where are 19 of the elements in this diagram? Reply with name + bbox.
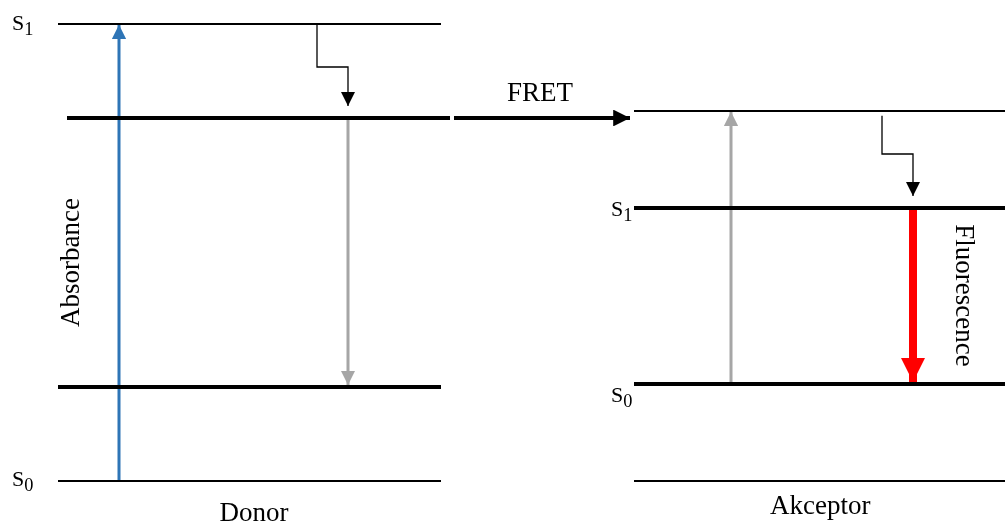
state-label: S$_{1}$ (611, 198, 633, 225)
edge-label: Absorbance (56, 197, 84, 327)
state-label: S$_{0}$ (611, 384, 633, 411)
edge-label: FRET (507, 78, 573, 106)
diagram-label: Donor (219, 498, 289, 521)
state-label: S$_{1}$ (12, 12, 34, 39)
energy-level-line (634, 110, 1005, 112)
edge-label: Fluorescence (950, 223, 978, 367)
arrow (111, 24, 127, 481)
energy-level-line (58, 480, 441, 482)
diagram-label: Akceptor (770, 491, 871, 519)
arrow (454, 109, 630, 127)
energy-level-line (58, 23, 441, 25)
arrow (316, 24, 356, 107)
state-label: S$_{0}$ (12, 468, 34, 495)
arrow (340, 120, 356, 385)
arrow (881, 115, 921, 197)
arrow (723, 111, 739, 382)
energy-level-line (634, 480, 1005, 482)
